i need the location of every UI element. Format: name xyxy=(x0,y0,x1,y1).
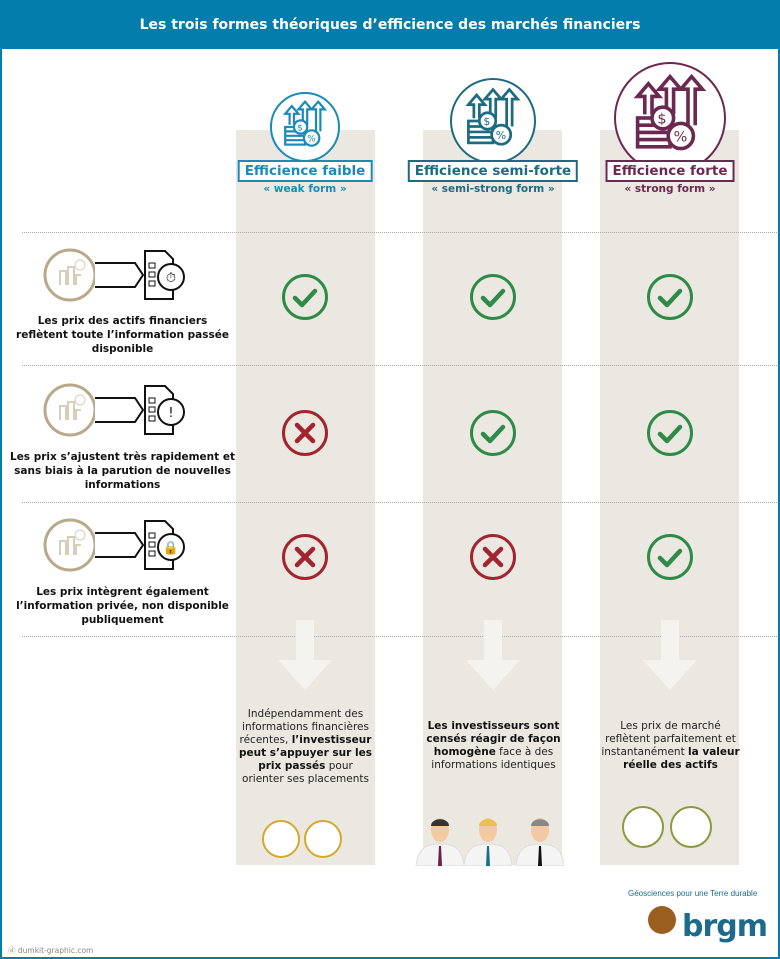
brgm-logo-mark xyxy=(648,906,676,934)
svg-text:🔒: 🔒 xyxy=(163,541,179,556)
desc-text: Les prix de marché reflètent parfaitemen… xyxy=(601,720,736,758)
credit-text: ⓓ dumkit-graphic.com xyxy=(8,946,94,955)
arrow-down-icon xyxy=(278,620,332,690)
column-semi-strong-bg xyxy=(423,130,562,865)
document-lock-icon: 🔒 xyxy=(40,515,190,575)
cross-icon xyxy=(282,410,328,456)
page-title: Les trois formes théoriques d’efficience… xyxy=(0,0,780,49)
desc-bold-text: la valeur réelle des actifs xyxy=(623,746,740,771)
document-clock-icon: ⏱ xyxy=(40,245,190,305)
document-alert-icon: ! xyxy=(40,380,190,440)
svg-text:%: % xyxy=(674,129,688,145)
check-icon xyxy=(470,410,516,456)
investor-figure xyxy=(515,818,565,866)
growth-money-icon: $% xyxy=(614,62,726,174)
check-icon xyxy=(470,274,516,320)
column-description: Les prix de marché reflètent parfaitemen… xyxy=(601,720,740,772)
desc-text: face à des informations identiques xyxy=(431,746,556,771)
check-icon xyxy=(647,410,693,456)
column-title: Efficience semi-forte xyxy=(407,160,579,182)
svg-text:%: % xyxy=(307,134,315,144)
row-divider xyxy=(22,502,777,503)
column-strong-bg xyxy=(600,130,739,865)
svg-text:$: $ xyxy=(657,111,666,127)
column-subtitle: « weak form » xyxy=(263,183,347,195)
growth-money-icon: $% xyxy=(270,92,340,162)
row-criterion-text: Les prix intègrent également l’informati… xyxy=(16,586,229,626)
row-criterion-text: Les prix des actifs financiers reflètent… xyxy=(16,315,229,355)
investor-figure xyxy=(463,818,513,866)
row-criterion-text: Les prix s’ajustent très rapidement et s… xyxy=(10,451,235,491)
check-icon xyxy=(282,274,328,320)
desc-bold-text: Les investisseurs sont censés réagir de … xyxy=(426,720,561,758)
svg-text:%: % xyxy=(496,129,506,142)
row-divider xyxy=(22,636,777,637)
bank-icon xyxy=(622,806,664,848)
clock-icon xyxy=(304,820,342,858)
brgm-logo: brgm xyxy=(682,909,768,944)
investor-figure xyxy=(415,818,465,866)
desc-bold-text: l’investisseur peut s’appuyer sur les pr… xyxy=(239,734,372,772)
cross-icon xyxy=(470,534,516,580)
arrow-down-icon xyxy=(643,620,697,690)
check-icon xyxy=(647,534,693,580)
column-description: Les investisseurs sont censés réagir de … xyxy=(424,720,563,772)
column-title: Efficience faible xyxy=(237,160,373,182)
row-divider xyxy=(22,365,777,366)
brgm-tagline: Géosciences pour une Terre durable xyxy=(628,889,758,898)
svg-text:$: $ xyxy=(483,115,490,128)
investment-hand-icon xyxy=(262,820,300,858)
desc-text: Indépendamment des informations financiè… xyxy=(239,708,369,746)
arrow-down-icon xyxy=(466,620,520,690)
title-text: Les trois formes théoriques d’efficience… xyxy=(139,16,641,33)
cross-icon xyxy=(282,534,328,580)
svg-text:⏱: ⏱ xyxy=(166,271,176,286)
column-subtitle: « strong form » xyxy=(624,183,716,195)
desc-text: pour orienter ses placements xyxy=(242,760,369,785)
column-title: Efficience forte xyxy=(605,160,735,182)
credit-link: dumkit-graphic.com xyxy=(17,946,94,955)
row-divider xyxy=(22,232,777,233)
check-icon xyxy=(647,274,693,320)
column-description: Indépendamment des informations financiè… xyxy=(236,708,375,786)
investment-hand-icon xyxy=(670,806,712,848)
column-subtitle: « semi-strong form » xyxy=(431,183,555,195)
svg-text:!: ! xyxy=(168,406,173,421)
growth-money-icon: $% xyxy=(450,78,536,164)
column-weak-bg xyxy=(236,130,375,865)
svg-text:$: $ xyxy=(297,123,303,133)
